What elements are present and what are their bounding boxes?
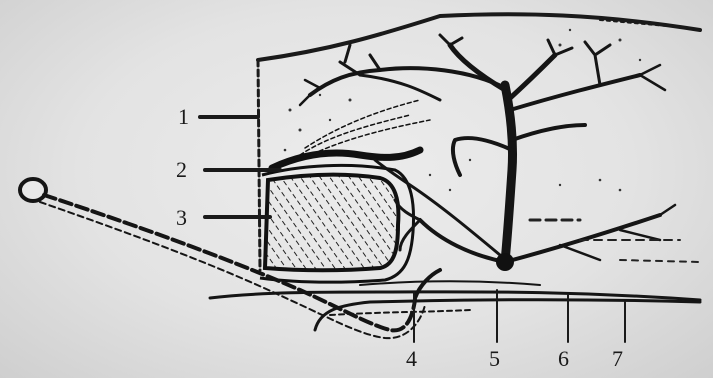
label-6: 6	[558, 346, 569, 371]
label-3: 3	[176, 205, 187, 230]
label-4: 4	[406, 346, 417, 371]
layer-3-box	[260, 165, 414, 282]
label-7: 7	[612, 346, 623, 371]
layer-2-band	[272, 100, 430, 168]
label-1: 1	[178, 104, 189, 129]
label-2: 2	[176, 157, 187, 182]
label-5: 5	[489, 346, 500, 371]
right-ducts	[530, 220, 700, 262]
